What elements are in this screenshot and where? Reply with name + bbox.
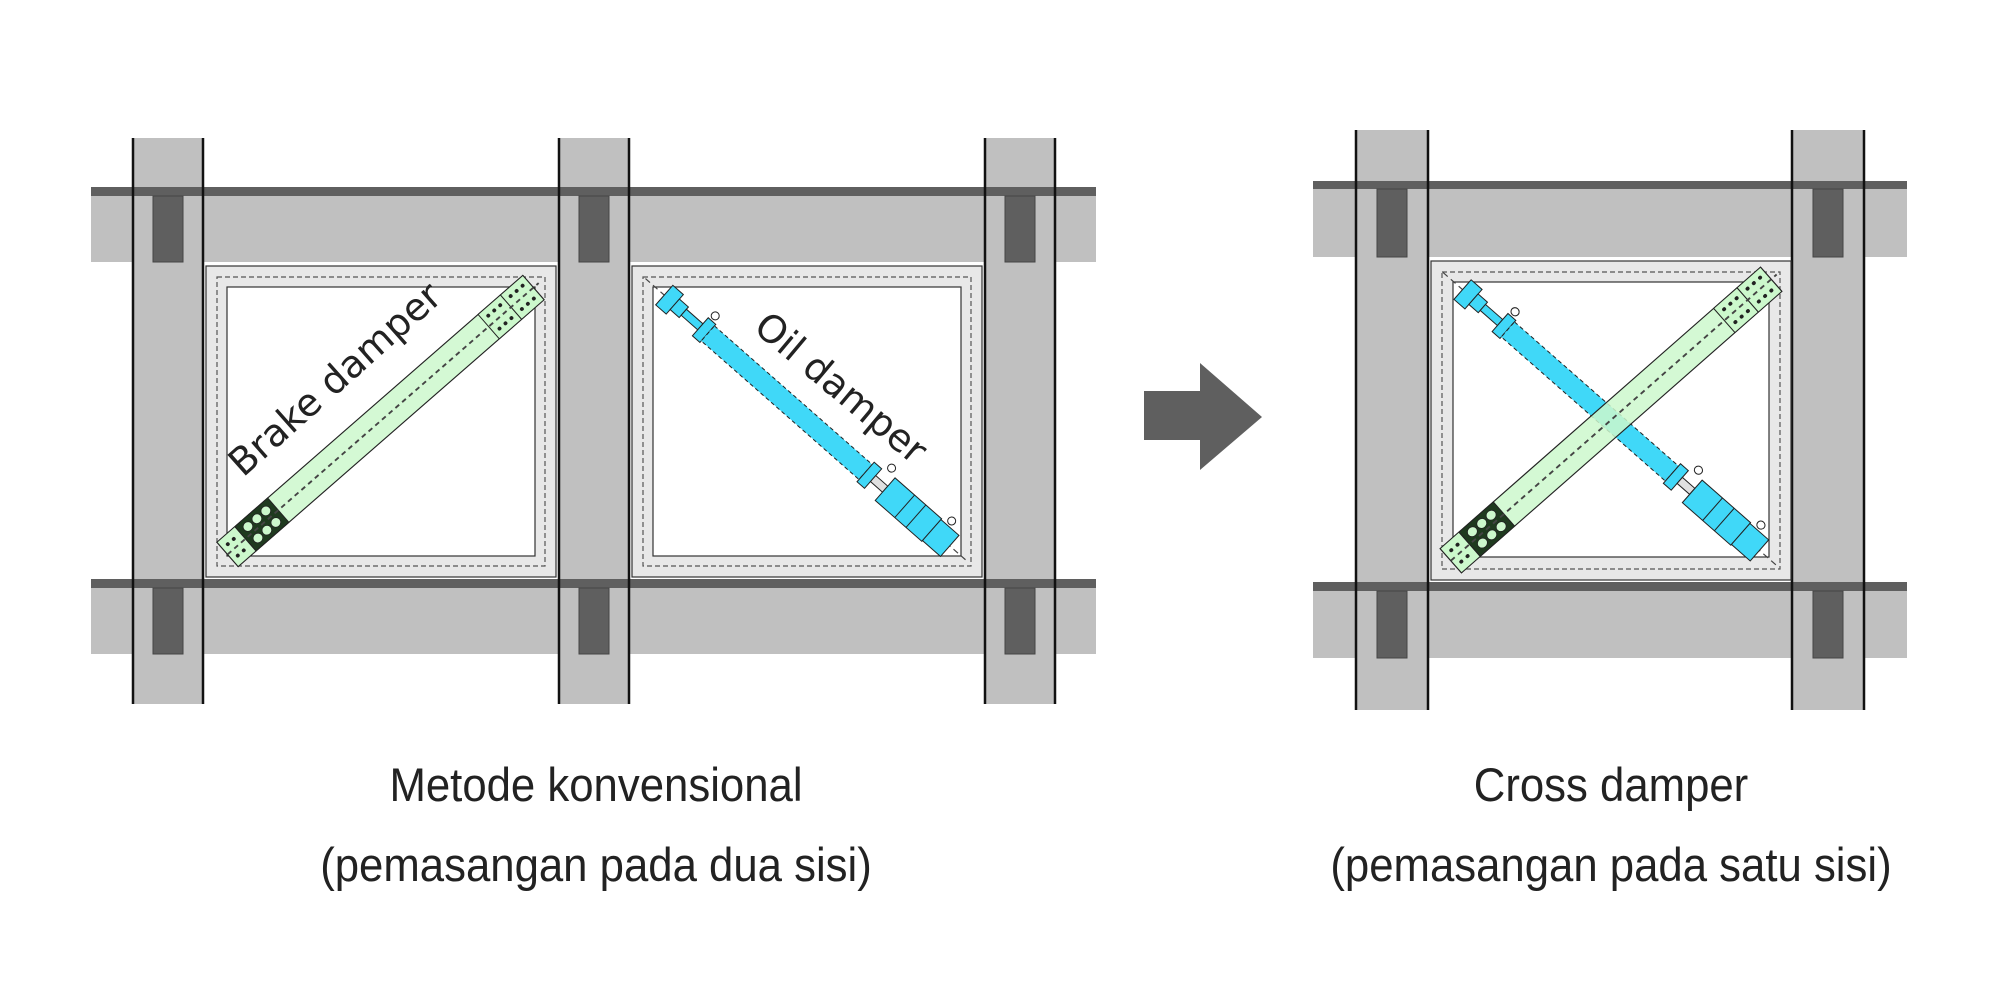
beam-core <box>1376 188 1408 258</box>
beam-core <box>1812 590 1844 659</box>
beam-core <box>152 195 184 263</box>
beam-core <box>578 195 610 263</box>
slab-line <box>91 187 1096 196</box>
caption-title: Metode konvensional <box>389 758 803 811</box>
panel-cross <box>1430 253 1796 581</box>
beam-core <box>152 587 184 655</box>
bottom-beam <box>1313 582 1907 659</box>
beam-core <box>1004 195 1036 263</box>
caption-title: Cross damper <box>1473 758 1749 811</box>
slab-line <box>91 579 1096 588</box>
caption-subtitle: (pemasangan pada satu sisi) <box>1330 838 1892 891</box>
beam-core <box>1376 590 1408 659</box>
right-arrow-icon <box>1144 363 1262 470</box>
panel-brake: Brake damper <box>205 265 557 578</box>
column-edges <box>131 138 1057 704</box>
caption-cross-damper: Cross damper (pemasangan pada satu sisi) <box>1276 745 1946 905</box>
caption-subtitle: (pemasangan pada dua sisi) <box>320 838 872 891</box>
left-diagram: Brake damper Oil damper <box>91 138 1096 704</box>
column-edges <box>1354 130 1866 710</box>
bottom-beam <box>91 579 1096 655</box>
top-beam <box>1313 181 1907 258</box>
beam-core <box>1004 587 1036 655</box>
right-diagram <box>1313 130 1907 710</box>
slab-line <box>1313 181 1907 189</box>
caption-conventional: Metode konvensional (pemasangan pada dua… <box>261 745 931 905</box>
top-beam <box>91 187 1096 263</box>
beam-core <box>1812 188 1844 258</box>
slab-line <box>1313 582 1907 591</box>
beam-core <box>578 587 610 655</box>
panel-oil: Oil damper <box>631 259 985 578</box>
